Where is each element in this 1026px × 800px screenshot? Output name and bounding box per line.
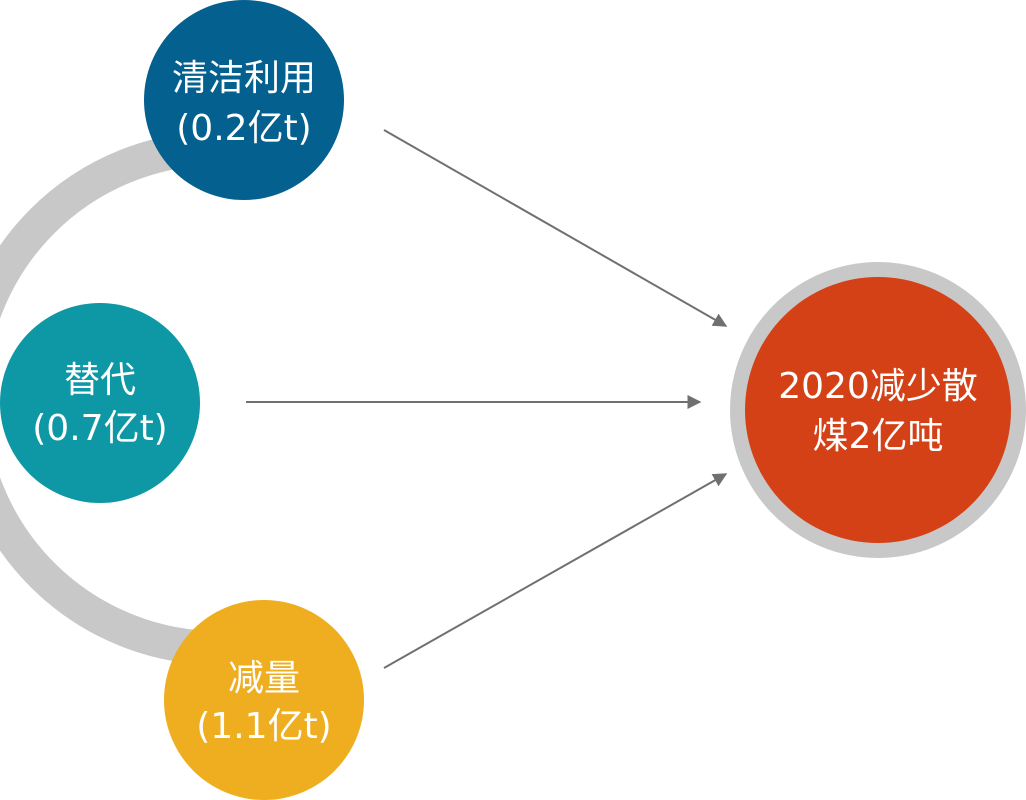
node-target-line1: 2020减少散 <box>778 366 978 407</box>
node-substitution-line2: (0.7亿t) <box>32 408 167 449</box>
node-target: 2020减少散 煤2亿吨 <box>730 262 1026 558</box>
arrow-reduction-to-target <box>383 473 728 669</box>
connector-arc <box>0 131 221 666</box>
node-clean-use-circle <box>144 0 344 200</box>
arrow-clean-use-to-target <box>383 129 728 327</box>
node-clean-use-line1: 清洁利用 <box>172 58 316 99</box>
node-reduction: 减量 (1.1亿t) <box>164 600 364 800</box>
node-substitution-line1: 替代 <box>64 360 136 401</box>
node-substitution: 替代 (0.7亿t) <box>0 303 200 503</box>
node-target-circle <box>745 277 1011 543</box>
node-substitution-circle <box>0 303 200 503</box>
node-reduction-circle <box>164 600 364 800</box>
node-clean-use-line2: (0.2亿t) <box>176 108 311 149</box>
node-target-line2: 煤2亿吨 <box>813 416 944 457</box>
node-reduction-line1: 减量 <box>228 658 300 699</box>
node-reduction-line2: (1.1亿t) <box>196 706 331 747</box>
node-clean-use: 清洁利用 (0.2亿t) <box>144 0 344 200</box>
